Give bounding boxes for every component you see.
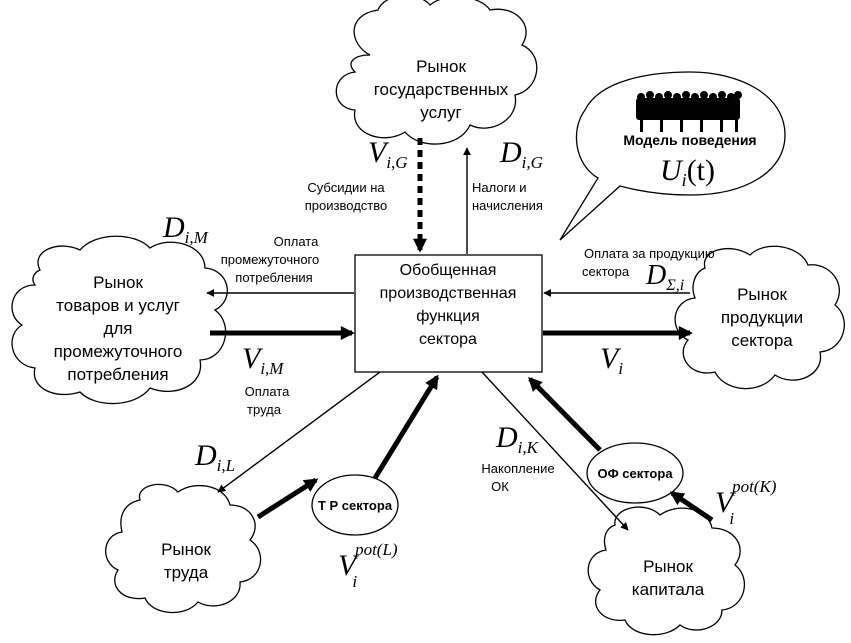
labor-to-tr-arrow xyxy=(256,477,319,520)
of-to-box-arrow xyxy=(528,377,602,452)
cloud-product-market xyxy=(674,245,845,390)
symbol-D-iM: Di,M xyxy=(162,211,209,247)
cloud-gov-line-1: Рынок xyxy=(416,57,466,76)
accumulation-label-2: ОК xyxy=(491,479,509,494)
pay-product-label-2: сектора xyxy=(582,264,630,279)
subsidies-label-2: производство xyxy=(305,198,387,213)
box-line-4: сектора xyxy=(419,331,477,348)
pay-labor-label-2: труда xyxy=(247,402,282,417)
pay-product-label-1: Оплата за продукцию xyxy=(584,246,715,261)
cloud-gov-services xyxy=(335,0,538,145)
behavior-symbol-U: Ui(t) xyxy=(660,154,715,190)
of-sector-ellipse xyxy=(586,442,684,504)
pay-intermediate-label-1: Оплата xyxy=(274,234,319,249)
cloud-intermediate-line-3: для xyxy=(103,319,132,338)
tr-sector-label: Т Р сектора xyxy=(318,498,393,513)
capital-to-of-arrow xyxy=(669,490,714,523)
symbol-D-Sigma-i: DΣ,i xyxy=(645,260,684,294)
production-function-box xyxy=(354,254,543,373)
cloud-intermediate-line-5: потребления xyxy=(67,365,168,384)
cloud-capital-market xyxy=(587,506,745,636)
cloud-product-line-3: сектора xyxy=(731,331,793,350)
cloud-product-line-1: Рынок xyxy=(737,285,787,304)
tr-sector-ellipse xyxy=(311,474,399,536)
box-line-2: производственная xyxy=(380,285,517,302)
pay-labor-label-1: Оплата xyxy=(245,384,290,399)
cloud-labor-line-2: труда xyxy=(164,563,209,582)
cloud-intermediate-line-4: промежуточного xyxy=(54,342,183,361)
tr-to-box-arrow xyxy=(372,374,440,480)
symbol-V-pot-L: Vipot(L) xyxy=(338,540,398,591)
box-line-3: функция xyxy=(416,308,480,325)
cloud-gov-line-3: услуг xyxy=(420,103,461,122)
subsidies-label-1: Субсидии на xyxy=(307,180,385,195)
of-sector-label: ОФ сектора xyxy=(597,466,673,481)
cloud-labor-line-1: Рынок xyxy=(161,540,211,559)
cloud-capital-line-1: Рынок xyxy=(643,557,693,576)
cloud-product-line-2: продукции xyxy=(721,308,803,327)
symbol-V-iG: Vi,G xyxy=(368,136,408,172)
cloud-intermediate-market xyxy=(11,235,228,405)
accumulation-arrow xyxy=(481,371,629,531)
cloud-intermediate-line-2: товаров и услуг xyxy=(56,296,180,315)
symbol-V-iM: Vi,M xyxy=(242,342,284,378)
symbol-D-iG: Di,G xyxy=(499,136,543,172)
symbol-D-iK: Di,K xyxy=(495,421,540,457)
crowd-icon xyxy=(636,91,742,132)
taxes-label-2: начисления xyxy=(472,198,543,213)
cloud-labor-market xyxy=(105,483,262,614)
symbol-V-pot-K: Vipot(K) xyxy=(715,477,777,528)
pay-labor-arrow xyxy=(217,371,381,493)
cloud-capital-line-2: капитала xyxy=(632,580,705,599)
cloud-intermediate-line-1: Рынок xyxy=(93,273,143,292)
cloud-gov-line-2: государственных xyxy=(374,80,509,99)
behavior-model-title: Модель поведения xyxy=(623,132,756,148)
box-line-1: Обобщенная xyxy=(400,262,497,279)
taxes-label-1: Налоги и xyxy=(472,180,526,195)
pay-intermediate-label-2: промежуточного xyxy=(221,252,319,267)
pay-intermediate-label-3: потребления xyxy=(235,270,312,285)
symbol-V-i: Vi xyxy=(600,342,623,378)
accumulation-label-1: Накопление xyxy=(481,461,554,476)
symbol-D-iL: Di,L xyxy=(194,439,235,475)
